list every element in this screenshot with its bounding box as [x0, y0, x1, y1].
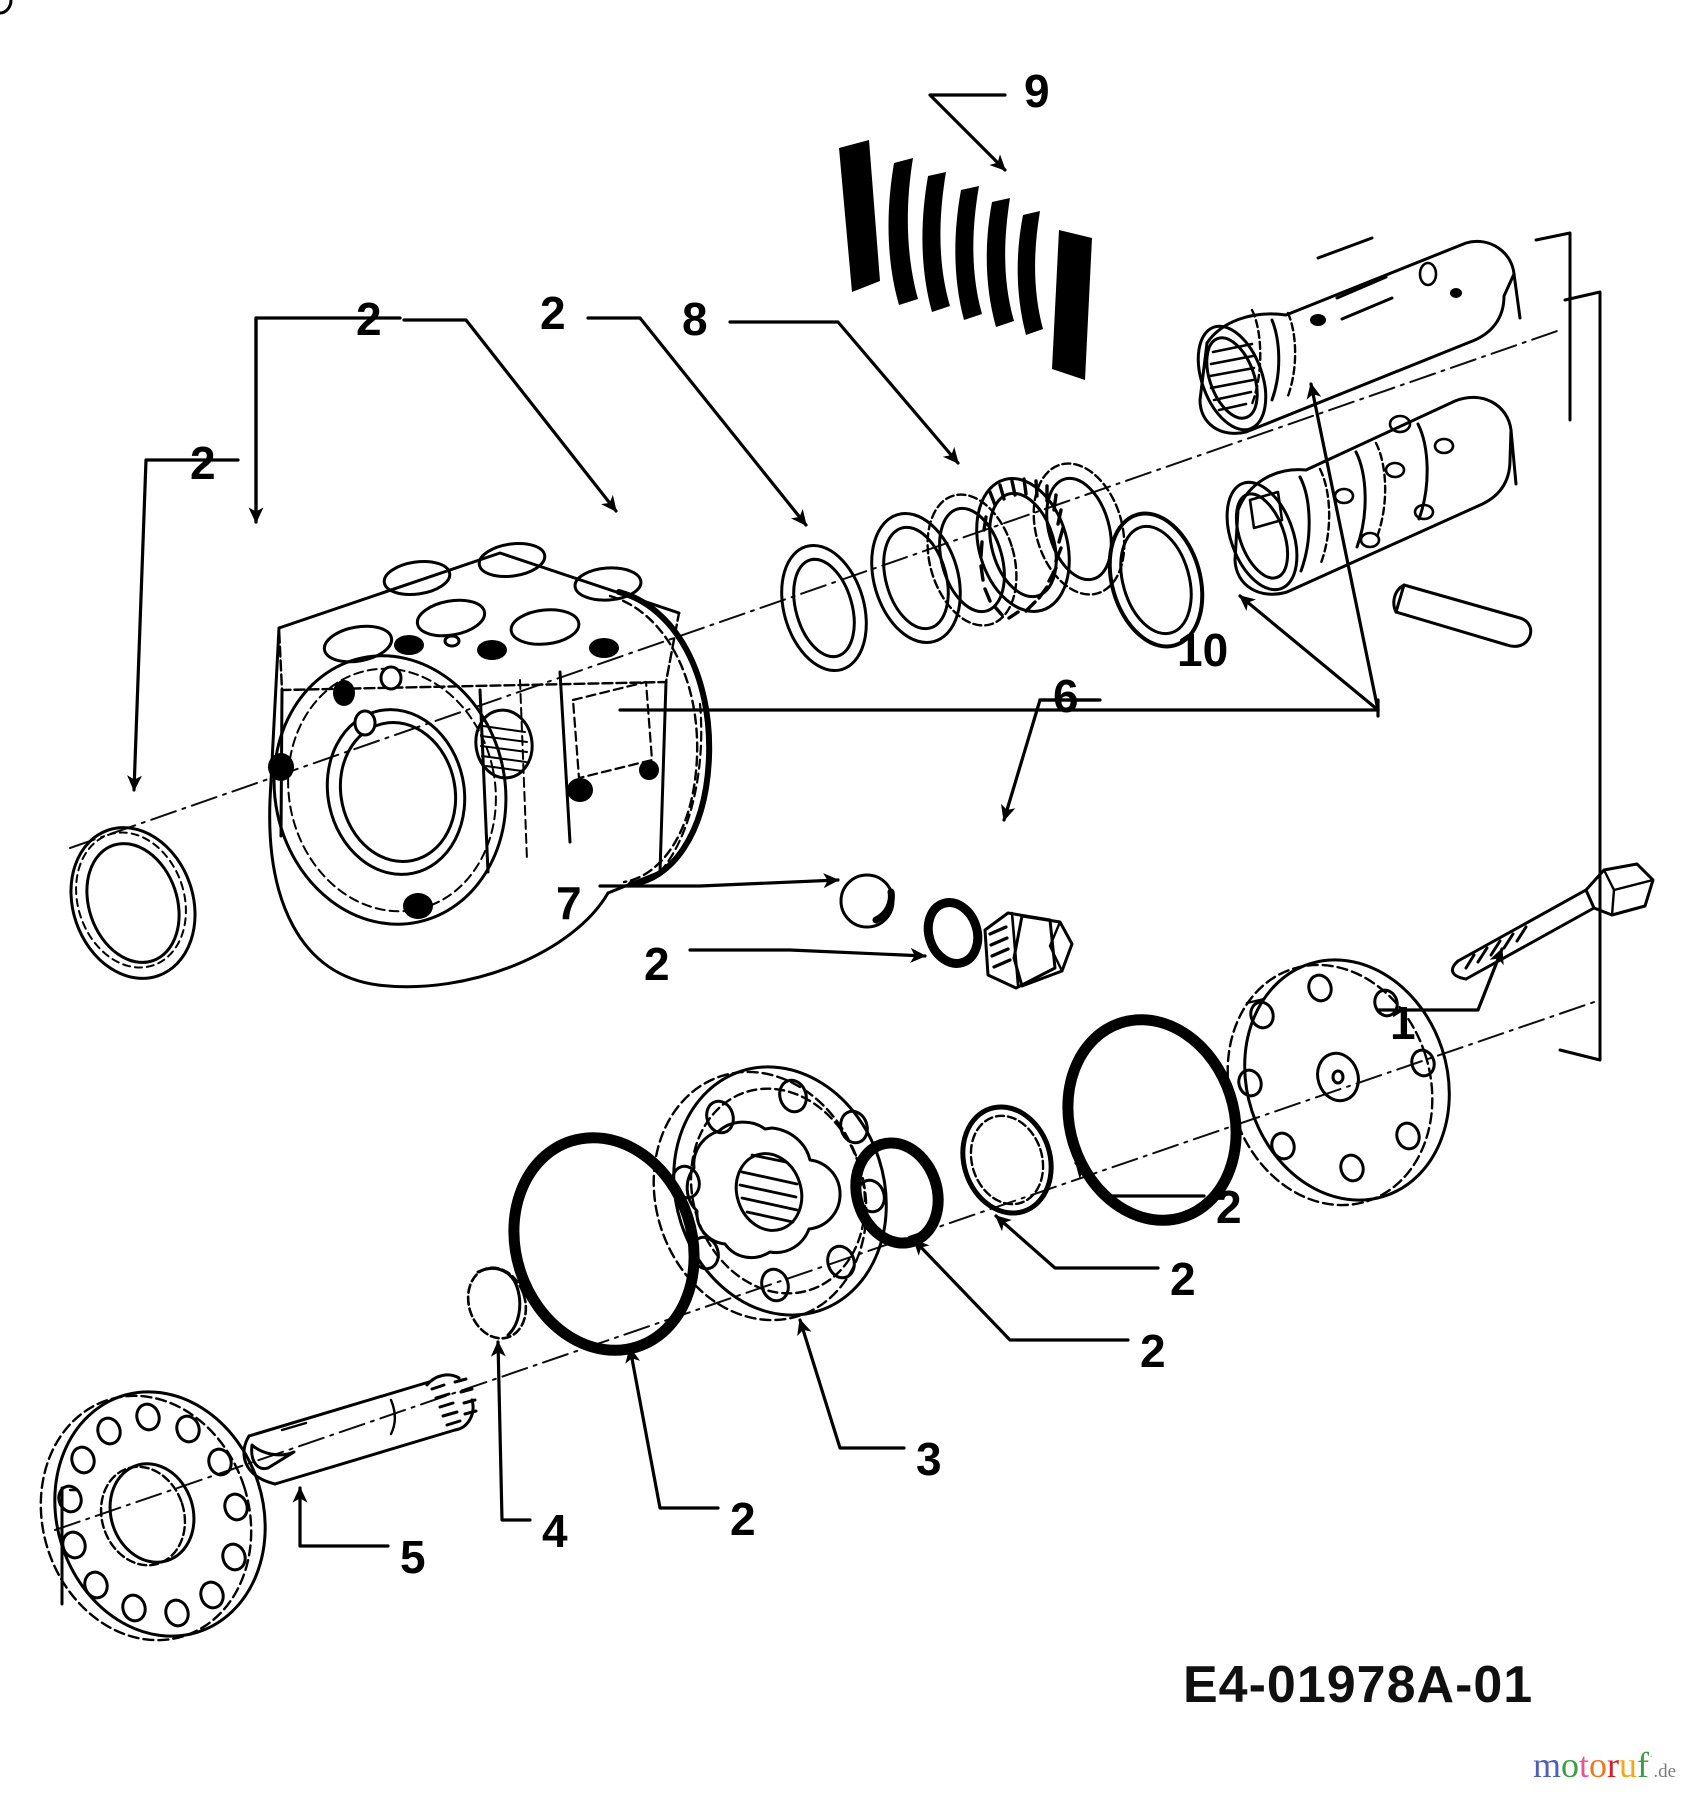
part-o-ring-plug: [923, 898, 983, 968]
part-valve-housing: [268, 542, 703, 989]
part-seal-ring-medium: [960, 1104, 1054, 1216]
callout-3: 3: [916, 1433, 942, 1485]
watermark-glyph: m: [1533, 1745, 1562, 1785]
callout-2-g: 2: [1140, 1325, 1166, 1377]
watermark-glyph: o: [1561, 1745, 1580, 1785]
drawing-number: E4-01978A-01: [1183, 1656, 1534, 1714]
centerline-upper: [69, 329, 1561, 849]
callout-1: 1: [1390, 997, 1416, 1049]
callout-4: 4: [542, 1505, 568, 1557]
watermark-dot: ˙: [1649, 1752, 1654, 1767]
watermark-suffix: .de: [1653, 1761, 1677, 1782]
part-check-ball: [839, 873, 895, 929]
callout-2-b: 2: [540, 287, 566, 339]
part-drive-shaft: [242, 1373, 478, 1486]
watermark-glyph: t: [1579, 1745, 1590, 1785]
part-port-plate: [0, 0, 267, 1642]
callout-5: 5: [400, 1531, 426, 1583]
part-spool-lower: [1225, 395, 1518, 596]
part-gerotor: [652, 1065, 888, 1322]
part-drive-pin: [1392, 583, 1533, 648]
callout-6: 6: [1053, 670, 1079, 722]
part-seal-ring-small: [850, 1137, 944, 1249]
callout-2-d: 2: [644, 938, 670, 990]
callout-2-f: 2: [1170, 1253, 1196, 1305]
watermark-glyph: f: [1637, 1745, 1650, 1785]
part-o-ring-gerotor: [508, 1132, 700, 1356]
part-end-cap: [1226, 958, 1451, 1207]
callout-2-h: 2: [730, 1493, 756, 1545]
callout-7: 7: [556, 877, 582, 929]
part-bearing-race-stack: [780, 462, 1205, 673]
callout-9: 9: [1024, 65, 1050, 117]
part-spacer: [466, 1266, 528, 1340]
part-threaded-plug: [983, 911, 1074, 990]
part-centering-spring-leaves: [839, 140, 1092, 380]
part-seal-ring-medium-inner: [969, 1114, 1045, 1206]
part-seal-ring-housing-inner: [608, 594, 699, 884]
watermark-glyph: u: [1619, 1745, 1638, 1785]
part-hex-bolt: [1451, 862, 1655, 981]
part-seal-ring-housing: [616, 589, 713, 887]
callout-10: 10: [1177, 624, 1229, 676]
bracket-upper-right: [1534, 231, 1602, 1062]
leader-lines: [127, 93, 1504, 1548]
watermark-glyph: r: [1607, 1745, 1620, 1785]
part-seal-ring-left: [69, 826, 197, 980]
callout-2-a: 2: [356, 293, 382, 345]
part-o-ring-large: [1062, 1014, 1242, 1226]
watermark-motoruf: motoruf˙.de: [1533, 1742, 1676, 1790]
callout-2-c: 2: [190, 437, 216, 489]
callout-2-e: 2: [1216, 1181, 1242, 1233]
part-sleeve-upper: [1196, 236, 1522, 435]
callout-8: 8: [682, 293, 708, 345]
watermark-glyph: o: [1589, 1745, 1608, 1785]
watermark-letter: motoruf: [1533, 1747, 1649, 1783]
